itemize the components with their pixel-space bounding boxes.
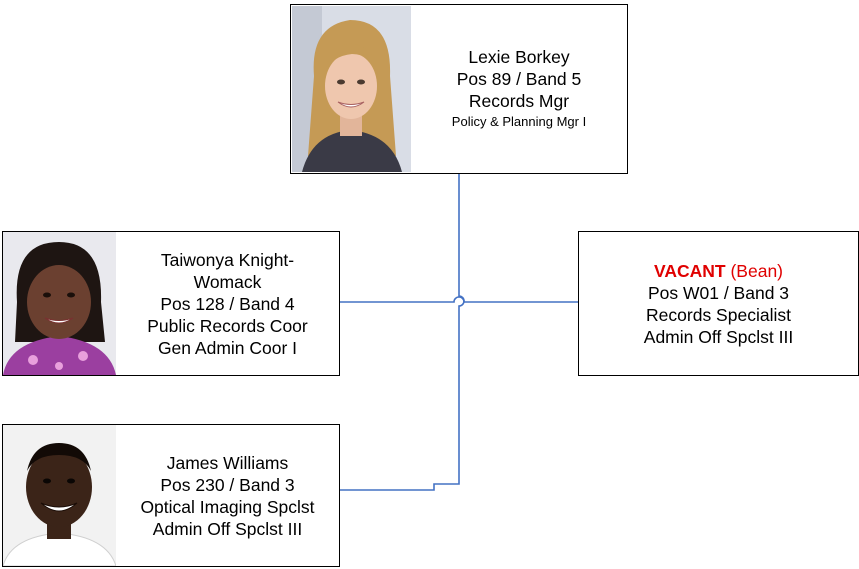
williams-classification: Admin Off Spclst III (152, 518, 303, 539)
vacant-status-line: VACANT (Bean) (654, 260, 783, 282)
williams-text: James Williams Pos 230 / Band 3 Optical … (116, 425, 339, 566)
williams-name: James Williams (166, 452, 289, 473)
knight-womack-box: Taiwonya Knight- Womack Pos 128 / Band 4… (2, 231, 340, 376)
knight-womack-text: Taiwonya Knight- Womack Pos 128 / Band 4… (116, 232, 339, 375)
knight-womack-photo (3, 232, 116, 375)
manager-box: Lexie Borkey Pos 89 / Band 5 Records Mgr… (290, 4, 628, 174)
williams-photo (3, 425, 116, 566)
manager-classification: Policy & Planning Mgr I (451, 114, 587, 129)
manager-name: Lexie Borkey (468, 47, 570, 67)
knight-womack-title: Public Records Coor (147, 315, 308, 336)
knight-womack-position: Pos 128 / Band 4 (160, 293, 295, 314)
vacant-note: (Bean) (730, 260, 784, 281)
manager-title: Records Mgr (468, 91, 570, 111)
manager-portrait-image (292, 6, 411, 172)
vacant-title: Records Specialist (646, 304, 791, 325)
vacant-text: VACANT (Bean) Pos W01 / Band 3 Records S… (579, 232, 858, 375)
manager-text: Lexie Borkey Pos 89 / Band 5 Records Mgr… (411, 5, 627, 173)
vacant-position: Pos W01 / Band 3 (647, 282, 790, 303)
vacant-status: VACANT (653, 260, 726, 281)
williams-title: Optical Imaging Spclst (140, 496, 315, 517)
knight-womack-name-line1: Taiwonya Knight- (160, 249, 295, 270)
williams-position: Pos 230 / Band 3 (160, 474, 295, 495)
vacant-box: VACANT (Bean) Pos W01 / Band 3 Records S… (578, 231, 859, 376)
trunk-connector (338, 173, 465, 491)
knight-womack-classification: Gen Admin Coor I (157, 337, 298, 358)
williams-box: James Williams Pos 230 / Band 3 Optical … (2, 424, 340, 567)
williams-portrait-image (3, 425, 116, 566)
manager-position: Pos 89 / Band 5 (456, 69, 582, 89)
knight-womack-name-line2: Womack (193, 271, 262, 292)
horizontal-connector (338, 296, 582, 303)
vacant-classification: Admin Off Spclst III (643, 326, 794, 347)
knight-womack-portrait-image (3, 232, 116, 375)
manager-photo (292, 6, 411, 172)
